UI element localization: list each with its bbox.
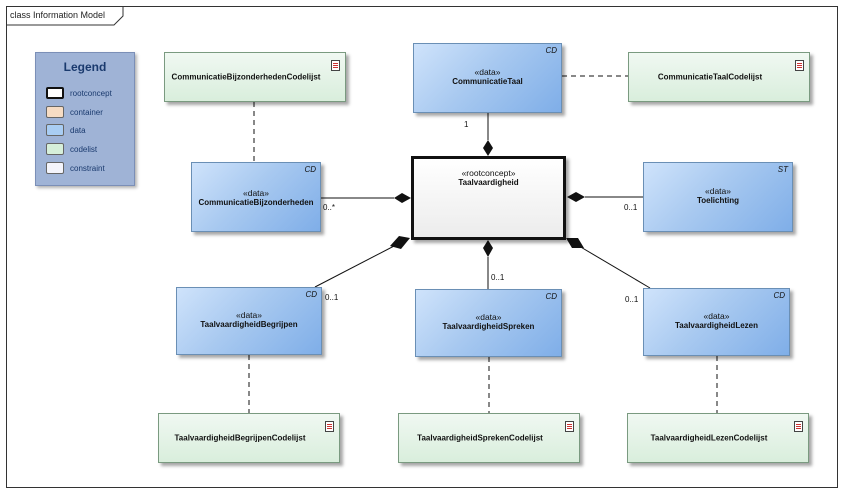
class-communicatie-bijzonderheden[interactable]: CD «data» CommunicatieBijzonderheden — [191, 162, 321, 232]
multiplicity-taal: 1 — [464, 120, 469, 129]
frame-tab — [6, 6, 124, 26]
diamond-spreken — [483, 240, 493, 257]
diamond-toelichting — [567, 192, 585, 202]
legend-swatch — [46, 87, 64, 99]
diagram-frame — [6, 6, 838, 488]
class-taalvaardigheid-begrijpen[interactable]: CD «data» TaalvaardigheidBegrijpen — [176, 287, 322, 355]
legend-swatch — [46, 162, 64, 174]
diamond-lezen — [566, 238, 584, 248]
class-taalvaardigheid-lezen[interactable]: CD «data» TaalvaardigheidLezen — [643, 288, 790, 356]
multiplicity-begrijpen: 0..1 — [325, 293, 339, 302]
frame-title: class Information Model — [10, 10, 106, 20]
codelist-communicatie-bijzonderheden[interactable]: CommunicatieBijzonderhedenCodelijst — [164, 52, 346, 102]
codelist-begrijpen[interactable]: TaalvaardigheidBegrijpenCodelijst — [158, 413, 340, 463]
codelist-icon — [331, 60, 340, 71]
class-root-taalvaardigheid[interactable]: «rootconcept» Taalvaardigheid — [411, 156, 566, 240]
legend-swatch — [46, 124, 64, 136]
legend-swatch — [46, 143, 64, 155]
diamond-taal — [483, 140, 493, 156]
codelist-icon — [325, 421, 334, 432]
multiplicity-toelichting: 0..1 — [624, 203, 638, 212]
legend-title: Legend — [63, 60, 107, 74]
codelist-icon — [794, 421, 803, 432]
diamond-bijzonderheden — [394, 193, 411, 203]
legend: Legend rootconcept container data codeli… — [35, 52, 135, 186]
multiplicity-lezen: 0..1 — [625, 295, 639, 304]
assoc-lezen — [578, 245, 651, 289]
multiplicity-bijzonderheden: 0..* — [323, 203, 336, 212]
class-toelichting[interactable]: ST «data» Toelichting — [643, 162, 793, 232]
multiplicity-spreken: 0..1 — [491, 273, 505, 282]
class-taalvaardigheid-spreken[interactable]: CD «data» TaalvaardigheidSpreken — [415, 289, 562, 357]
diamond-begrijpen — [390, 236, 410, 249]
codelist-spreken[interactable]: TaalvaardigheidSprekenCodelijst — [398, 413, 580, 463]
class-communicatie-taal[interactable]: CD «data» CommunicatieTaal — [413, 43, 562, 113]
codelist-icon — [565, 421, 574, 432]
codelist-lezen[interactable]: TaalvaardigheidLezenCodelijst — [627, 413, 809, 463]
assoc-begrijpen — [314, 244, 397, 288]
legend-swatch — [46, 106, 64, 118]
codelist-icon — [795, 60, 804, 71]
codelist-communicatie-taal[interactable]: CommunicatieTaalCodelijst — [628, 52, 810, 102]
